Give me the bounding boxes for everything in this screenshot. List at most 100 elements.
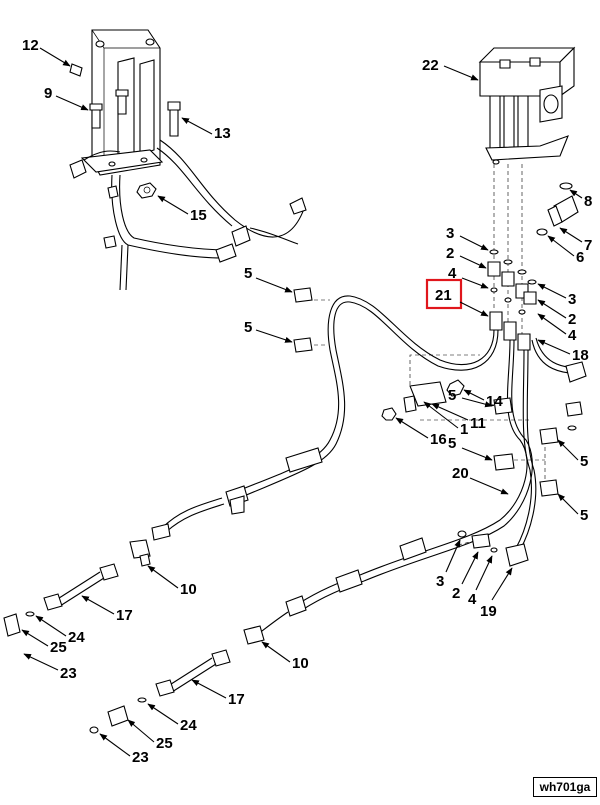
- clamp-5-a: [293, 287, 313, 303]
- callout-17-lower: 17: [191, 679, 245, 708]
- callout-2-lower: 2: [452, 551, 479, 602]
- callout-label: 5: [244, 319, 252, 336]
- callout-label: 25: [156, 735, 173, 752]
- callout-3-right: 3: [537, 283, 576, 308]
- callout-label: 3: [568, 291, 576, 308]
- callout-3-upper: 3: [446, 225, 489, 251]
- callout-4-right: 4: [537, 313, 577, 344]
- callout-label: 23: [60, 665, 77, 682]
- lower-center-hose: [243, 537, 427, 645]
- callout-label: 20: [452, 465, 469, 482]
- callout-12: 12: [22, 37, 71, 67]
- callout-15: 15: [157, 195, 207, 224]
- callout-label: 24: [68, 629, 85, 646]
- hose-17-lower: [155, 649, 231, 697]
- callout-24-lower: 24: [147, 703, 197, 734]
- callout-22: 22: [422, 57, 479, 81]
- callout-6: 6: [547, 235, 584, 266]
- callout-label: 5: [448, 387, 456, 404]
- callout-23-lower: 23: [99, 733, 149, 766]
- callout-23-upper: 23: [23, 653, 77, 682]
- valve-block-22: [478, 46, 576, 165]
- elbow-fitting-7: [547, 195, 579, 227]
- callout-label: 4: [448, 265, 457, 282]
- callout-8: 8: [569, 189, 592, 210]
- clamp-5-b: [293, 337, 313, 353]
- callout-25-upper: 25: [21, 629, 67, 656]
- callout-label: 19: [480, 603, 497, 620]
- left-hose-run: [103, 139, 307, 291]
- callout-5-e: 5: [557, 439, 588, 470]
- callout-label: 2: [446, 245, 454, 262]
- callout-label: 13: [214, 125, 231, 142]
- callout-label: 18: [572, 347, 589, 364]
- callout-24-upper: 24: [35, 615, 85, 646]
- bolt-13: [167, 101, 181, 137]
- callout-label: 7: [584, 237, 592, 254]
- bolt-16: [381, 407, 397, 421]
- elbow-fitting-left: [69, 150, 121, 179]
- callout-25-lower: 25: [127, 719, 173, 752]
- callout-label: 4: [568, 327, 577, 344]
- callout-label: 14: [486, 393, 503, 410]
- callout-label: 8: [584, 193, 592, 210]
- callout-9: 9: [44, 85, 89, 111]
- bolt-12: [69, 63, 83, 77]
- callout-11: 11: [431, 403, 486, 432]
- callout-label: 11: [470, 415, 486, 432]
- clamp-5-d: [493, 453, 515, 471]
- callout-label: 4: [468, 591, 477, 608]
- lower-left-hose: [129, 447, 323, 567]
- callout-label: 15: [190, 207, 207, 224]
- callout-19: 19: [480, 567, 513, 620]
- callout-4-upper: 4: [448, 265, 489, 289]
- callout-label: 5: [244, 265, 252, 282]
- elbow-fitting-19: [505, 543, 529, 567]
- elbow-25-upper: [3, 611, 35, 637]
- oring-6: [536, 228, 548, 236]
- hose-17-upper: [43, 563, 119, 611]
- callout-label: 5: [580, 507, 588, 524]
- clamp-5-f: [539, 479, 559, 497]
- fitting-stack: [487, 249, 537, 315]
- callout-label: 10: [180, 581, 197, 598]
- callout-10-upper: 10: [147, 565, 197, 598]
- callout-label: 17: [228, 691, 245, 708]
- callout-4-lower: 4: [468, 555, 493, 608]
- callout-label: 12: [22, 37, 39, 54]
- callout-label: 5: [448, 435, 456, 452]
- callout-3-lower: 3: [436, 539, 461, 590]
- nut-15: [136, 182, 157, 199]
- figure-id-label: wh701ga: [533, 777, 597, 797]
- callout-5-b: 5: [244, 319, 293, 343]
- callout-label: 3: [436, 573, 444, 590]
- callout-label: 17: [116, 607, 133, 624]
- fittings-3-2-4-lower: [457, 530, 498, 553]
- callout-16: 16: [395, 417, 447, 448]
- callout-label: 6: [576, 249, 584, 266]
- callout-2-right: 2: [537, 299, 576, 328]
- callout-label: 3: [446, 225, 454, 242]
- callout-label: 5: [580, 453, 588, 470]
- clamp-bracket-1: [403, 381, 447, 413]
- callout-17-upper: 17: [81, 595, 133, 624]
- bolt-top-left: [115, 89, 129, 115]
- callout-20: 20: [452, 465, 509, 495]
- callout-5-c: 5: [448, 387, 493, 408]
- callout-7: 7: [559, 227, 592, 254]
- callout-label: 23: [132, 749, 149, 766]
- callout-label: 2: [568, 311, 576, 328]
- callout-label: 9: [44, 85, 52, 102]
- callout-5-f: 5: [557, 493, 588, 524]
- callout-label: 24: [180, 717, 197, 734]
- callout-label: 16: [430, 431, 447, 448]
- callout-label: 25: [50, 639, 67, 656]
- callout-2-upper: 2: [446, 245, 487, 269]
- callout-1: 1: [423, 401, 468, 438]
- clamp-5-e: [539, 427, 559, 445]
- hose-fittings-21: [489, 311, 531, 351]
- nut-14: [446, 379, 465, 397]
- callout-label: 21: [435, 287, 452, 304]
